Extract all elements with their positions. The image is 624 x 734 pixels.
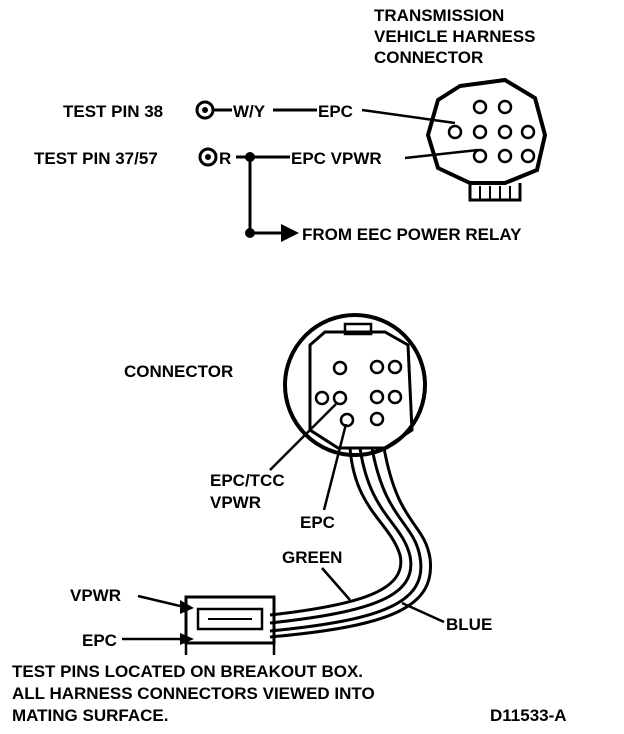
leader-line	[321, 567, 351, 601]
wire-color-wy: W/Y	[233, 102, 266, 121]
arrow-right-icon	[180, 600, 194, 614]
power-relay-label: FROM EEC POWER RELAY	[302, 225, 522, 244]
connector-title-line3: CONNECTOR	[374, 48, 483, 67]
test-pin-37-57-jack-icon	[198, 147, 218, 167]
harness-wires	[269, 447, 433, 639]
signal-epc-vpwr-label: EPC VPWR	[291, 149, 382, 168]
leader-line	[404, 148, 479, 160]
blue-wire-label: BLUE	[446, 615, 492, 634]
connector-title-line2: VEHICLE HARNESS	[374, 27, 536, 46]
epc-tcc-label-line1: EPC/TCC	[210, 471, 285, 490]
leader-line	[322, 423, 348, 511]
note-line3: MATING SURFACE.	[12, 706, 168, 725]
wire-color-r: R	[219, 149, 231, 168]
epc-label: EPC	[300, 513, 335, 532]
note-line1: TEST PINS LOCATED ON BREAKOUT BOX.	[12, 662, 363, 681]
epc-left-label: EPC	[82, 631, 117, 650]
vehicle-harness-connector	[425, 77, 548, 202]
signal-epc-label: EPC	[318, 102, 353, 121]
bottom-connector-label: CONNECTOR	[124, 362, 233, 381]
test-pin-37-57-label: TEST PIN 37/57	[34, 149, 158, 168]
leader-line	[137, 594, 181, 608]
leader-line	[361, 108, 456, 125]
test-pin-38-jack-icon	[195, 100, 215, 120]
leader-line	[401, 601, 445, 624]
arrow-right-icon	[180, 633, 194, 645]
note-line2: ALL HARNESS CONNECTORS VIEWED INTO	[12, 684, 375, 703]
test-pin-38-label: TEST PIN 38	[63, 102, 163, 121]
figure-id: D11533-A	[490, 706, 567, 725]
vpwr-label: VPWR	[70, 586, 121, 605]
green-wire-label: GREEN	[282, 548, 342, 567]
epc-tcc-label-line2: VPWR	[210, 493, 261, 512]
transmission-connector	[283, 313, 427, 457]
leader-line	[269, 403, 337, 471]
arrow-right-icon	[281, 224, 299, 242]
breakout-connector	[184, 595, 276, 655]
connector-title-line1: TRANSMISSION	[374, 6, 504, 25]
